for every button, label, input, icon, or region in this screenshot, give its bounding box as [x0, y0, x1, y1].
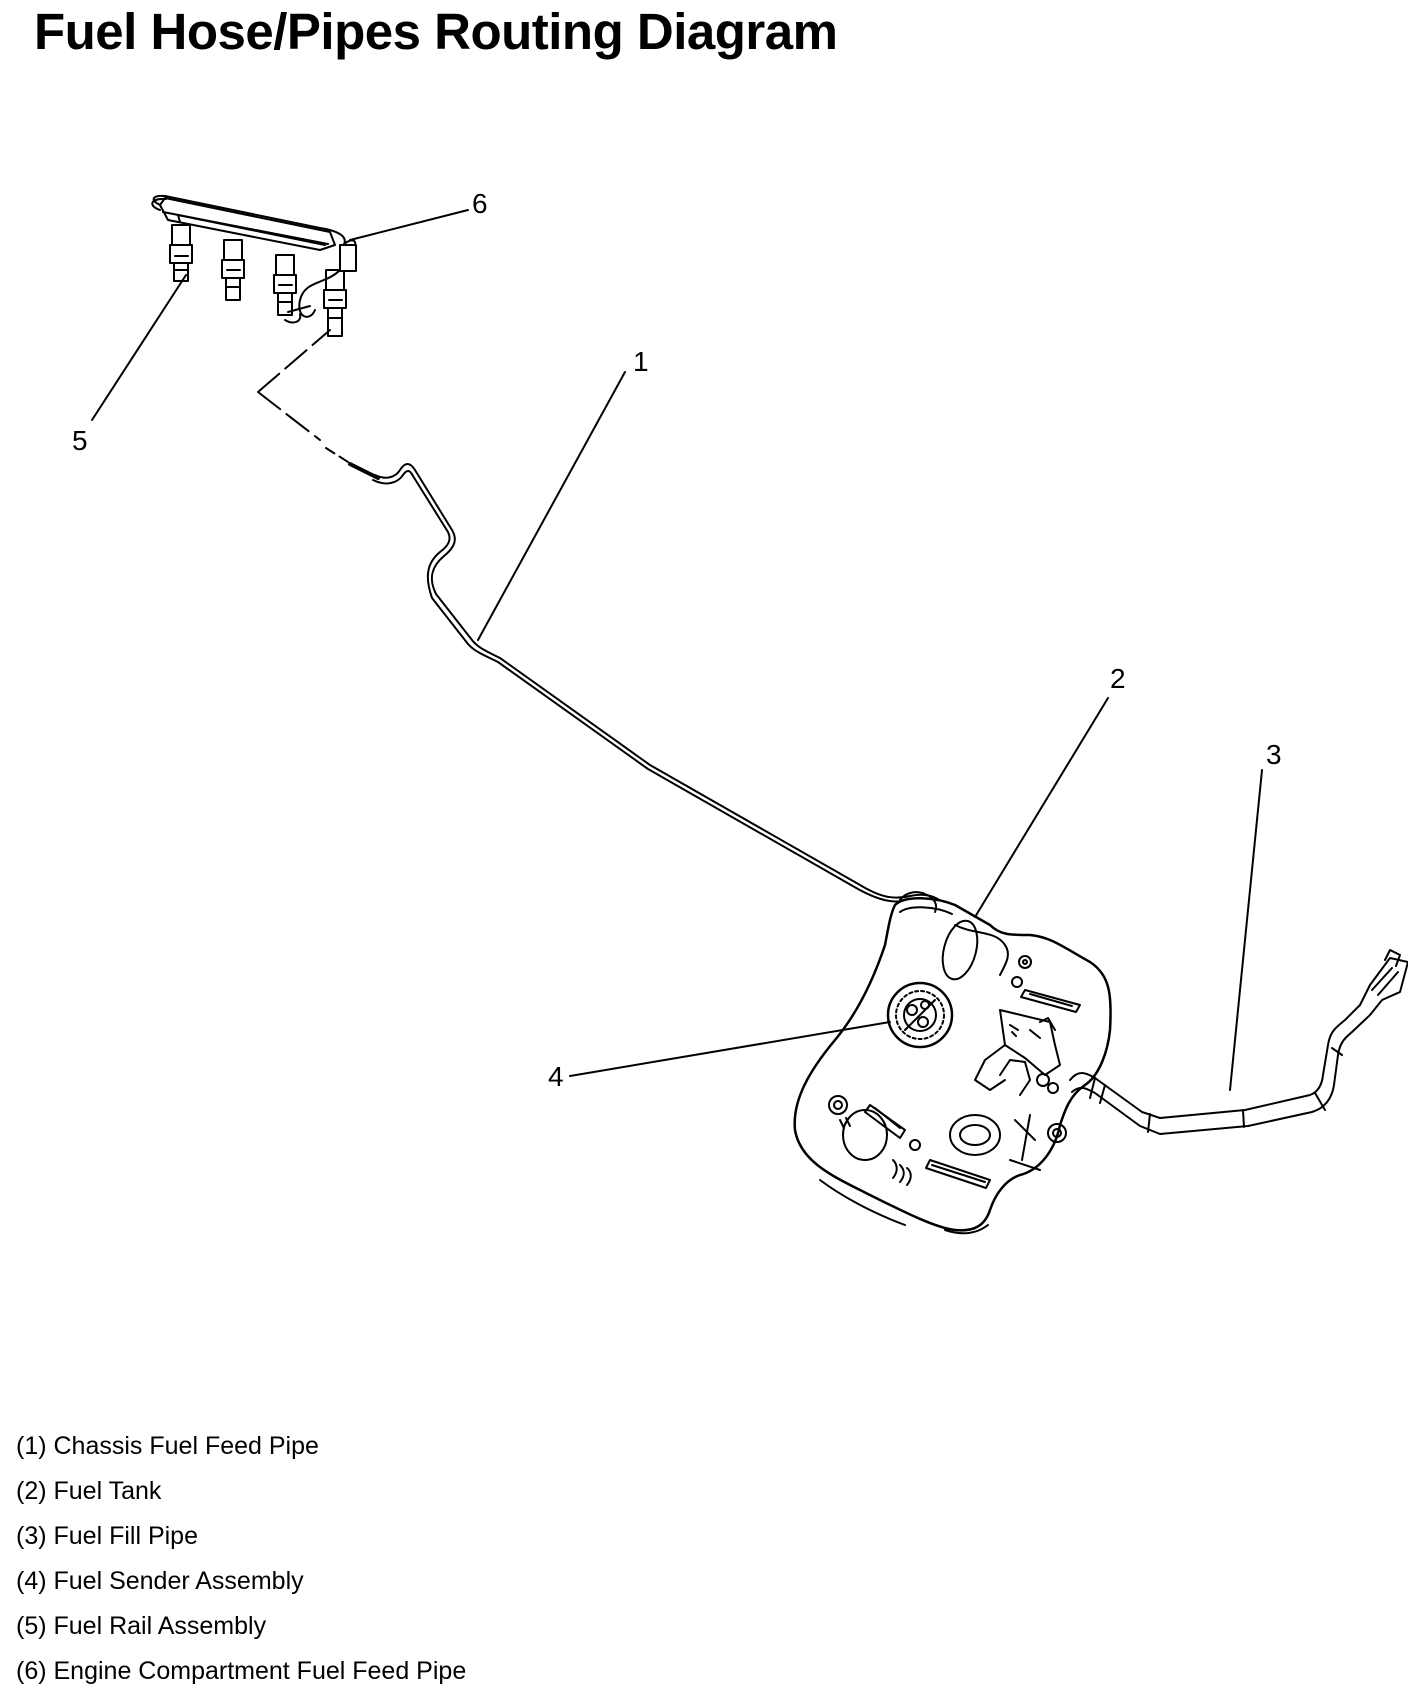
legend-item-6: (6) Engine Compartment Fuel Feed Pipe	[16, 1657, 467, 1685]
leader-line-4	[569, 1021, 891, 1077]
legend-item-5: (5) Fuel Rail Assembly	[16, 1612, 267, 1640]
fuel-sender	[886, 981, 954, 1049]
leader-line-6	[349, 209, 469, 241]
engine-compartment-fuel-pipe	[284, 239, 357, 324]
fuel-injector	[169, 224, 193, 282]
chassis-fuel-pipe	[325, 447, 947, 910]
callout-3: 3	[1266, 739, 1282, 770]
leader-line-3	[1229, 769, 1263, 1091]
routing-diagram: 1 2 3 4 5 6	[72, 188, 1408, 1235]
legend-list: (1) Chassis Fuel Feed Pipe (2) Fuel Tank…	[16, 1424, 466, 1694]
fuel-fill-pipe	[1069, 949, 1408, 1135]
callout-5: 5	[72, 425, 88, 456]
legend-item-2: (2) Fuel Tank	[16, 1477, 162, 1505]
fuel-injector	[273, 254, 297, 316]
diagram-title: Fuel Hose/Pipes Routing Diagram	[34, 3, 838, 60]
legend-item-4: (4) Fuel Sender Assembly	[16, 1567, 304, 1595]
leader-line-rail-link	[257, 329, 331, 441]
leader-line-2	[974, 697, 1109, 918]
leader-line-5	[91, 274, 187, 421]
callout-1: 1	[633, 346, 649, 377]
legend-item-3: (3) Fuel Fill Pipe	[16, 1522, 198, 1550]
legend-item-1: (1) Chassis Fuel Feed Pipe	[16, 1432, 319, 1460]
fuel-rail	[151, 194, 346, 251]
callout-4: 4	[548, 1061, 564, 1092]
callout-6: 6	[472, 188, 488, 219]
fuel-tank	[793, 891, 1112, 1235]
callout-2: 2	[1110, 663, 1126, 694]
fuel-injector	[323, 269, 347, 337]
fuel-injector	[221, 239, 245, 301]
leader-line-1	[477, 371, 626, 641]
